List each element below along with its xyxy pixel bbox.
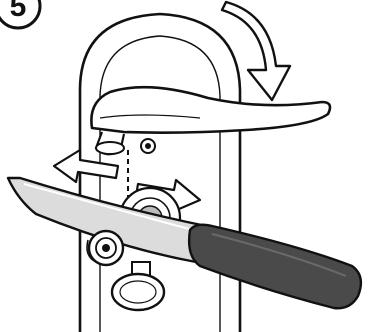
step-badge: 5 [0, 0, 40, 28]
thumb-turn-knob-icon [87, 231, 123, 265]
step-number: 5 [10, 0, 27, 23]
